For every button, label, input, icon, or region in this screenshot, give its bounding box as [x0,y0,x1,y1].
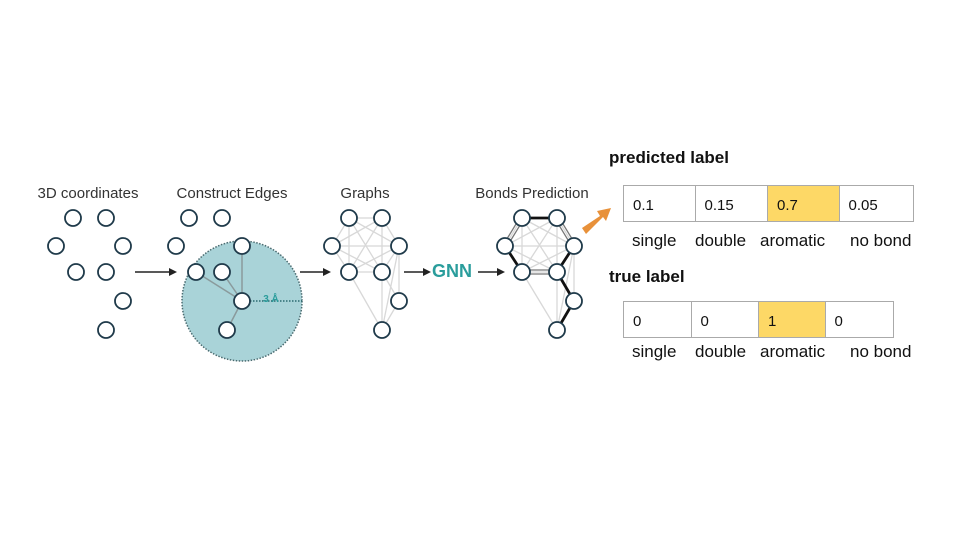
predicted-label-row: 0.1 0.15 0.7 0.05 [623,185,914,222]
true-no-bond-cell: 0 [834,313,843,330]
graph-edge [331,245,383,273]
predicted-class-no-bond: no bond [850,231,912,250]
atom-node-bonds [548,209,566,227]
true-class-no-bond: no bond [850,342,912,361]
atom-node-bonds [565,237,583,255]
atom-node-graph [323,237,341,255]
atom-node-3d [64,209,82,227]
true-class-double: double [695,342,747,361]
atom-node-graph [373,321,391,339]
arrow-to-graphs-head [323,268,331,276]
atom-node-graph [373,209,391,227]
atom-node-graph [340,263,358,281]
predicted-class-aromatic: aromatic [760,231,826,250]
predicted-class-double: double [695,231,747,250]
atom-node-bonds [513,263,531,281]
neighbor-edge [195,271,243,302]
graph-edge [521,217,558,273]
arrow-to-gnn-head [423,268,431,276]
atom-node-edges [213,263,231,281]
graph-edge [381,245,400,331]
graph-edge [504,245,558,273]
atom-node-3d [97,321,115,339]
gnn-label: GNN [432,261,472,281]
atom-node-bonds [496,237,514,255]
predicted-double-cell: 0.15 [696,186,769,221]
atom-node-3d [97,209,115,227]
graph-edge [331,217,383,247]
atom-node-3d [47,237,65,255]
arrow-to-construct-edges-head [169,268,177,276]
graph-edge [521,245,575,273]
true-class-single: single [632,342,677,361]
predicted-no-bond-cell: 0.05 [848,197,878,214]
graph-edge [348,271,383,331]
atom-node-graph [373,263,391,281]
true-double-cell: 0 [692,302,759,337]
atom-node-graph [340,209,358,227]
atom-node-bonds [548,321,566,339]
atom-node-graph [390,292,408,310]
atom-node-bonds [513,209,531,227]
graph-edge [348,245,400,273]
predicted-aromatic-cell: 0.7 [768,186,840,221]
atom-node-edges [213,209,231,227]
atom-node-3d [114,292,132,310]
stage-label-graphs: Graphs [340,185,390,202]
predicted-class-single: single [632,231,677,250]
atom-node-edges [187,263,205,281]
atom-node-bonds [565,292,583,310]
atom-node-edges [218,321,236,339]
true-class-aromatic: aromatic [760,342,826,361]
true-aromatic-cell: 1 [759,302,826,337]
atom-node-3d [114,237,132,255]
true-label-row: 0 0 1 0 [623,301,894,338]
stage-label-bonds-prediction: Bonds Prediction [475,185,589,202]
arrow-to-bonds-prediction-head [497,268,505,276]
graph-edge [521,271,558,331]
atom-node-edges [180,209,198,227]
atom-node-3d [97,263,115,281]
radius-label: 3 Å [263,294,279,305]
graph-edge [348,217,383,273]
graph-edge [504,217,558,247]
stage-label-3d-coordinates: 3D coordinates [37,185,139,202]
atom-node-edges [233,237,251,255]
orange-arrow-icon [582,208,611,234]
atom-node-bonds [548,263,566,281]
atom-node-edges [233,292,251,310]
true-label-title: true label [609,267,685,286]
atom-node-3d [67,263,85,281]
atom-node-edges [167,237,185,255]
predicted-single-cell: 0.1 [624,186,696,221]
true-single-cell: 0 [624,302,692,337]
atom-node-graph [390,237,408,255]
predicted-label-title: predicted label [609,148,729,167]
stage-label-construct-edges: Construct Edges [176,185,288,202]
